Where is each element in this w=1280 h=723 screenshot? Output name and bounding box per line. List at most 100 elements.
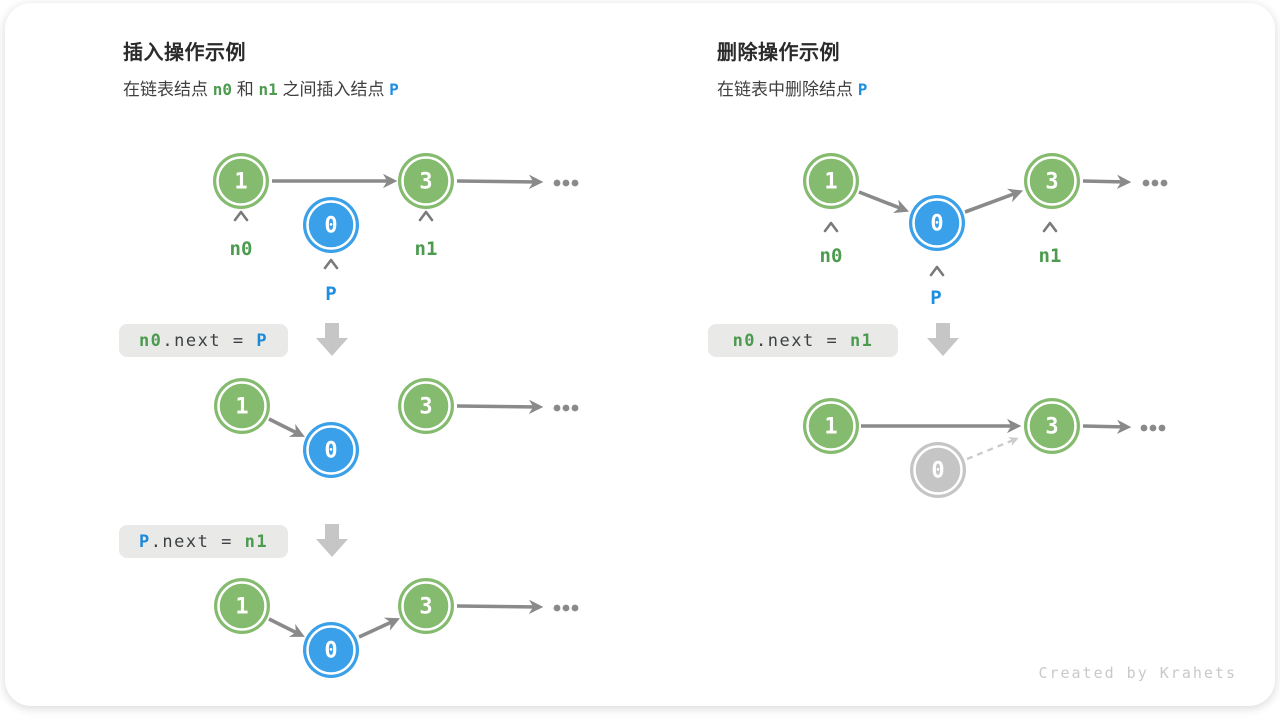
node-value: 0: [931, 459, 944, 484]
node-inner-ring: [401, 581, 451, 631]
node-value: 3: [419, 395, 432, 420]
delete-panel-header: 删除操作示例 在链表中删除结点 P: [717, 39, 867, 102]
node-circle-green: [803, 153, 859, 209]
arrow-edge: [1082, 419, 1132, 434]
node-value: 3: [1045, 170, 1058, 195]
insert-subtitle-part-3: n1: [258, 80, 278, 99]
node-circle-green: [398, 578, 454, 634]
ellipsis-dots: [1149, 424, 1157, 432]
insert-subtitle-part-1: n0: [212, 80, 232, 99]
pointer-caret-icon: [1042, 221, 1058, 233]
ellipsis-dots: [1160, 179, 1168, 187]
pointer-caret-icon: [418, 210, 434, 222]
node-inner-ring: [1027, 156, 1077, 206]
node-inner-ring: [913, 445, 963, 495]
delete-step1-code: n0.next = n1: [708, 324, 898, 357]
pointer-label-n0: n0: [820, 245, 843, 267]
insert-step1-code-part-2: P: [256, 330, 269, 351]
insert-panel-title: 插入操作示例: [123, 42, 246, 64]
node-value: 1: [234, 170, 247, 195]
node-value: 0: [930, 212, 943, 237]
arrow-edge: [964, 188, 1024, 214]
arrow-edge: [456, 174, 544, 190]
insert-step2-code: P.next = n1: [119, 525, 288, 558]
arrow-edge: [456, 399, 544, 415]
node-inner-ring: [217, 581, 267, 631]
node-value: 3: [419, 170, 432, 195]
insert-subtitle-part-5: P: [389, 80, 399, 99]
node-value: 1: [235, 395, 248, 420]
arrow-edge: [456, 599, 544, 615]
ellipsis-dots: [571, 179, 579, 187]
node-circle-gray: [910, 442, 966, 498]
arrow-edge: [1082, 174, 1132, 189]
node-circle-green: [398, 378, 454, 434]
node-inner-ring: [216, 156, 266, 206]
ellipsis-dots: [1142, 179, 1150, 187]
delete-panel-subtitle: 在链表中删除结点 P: [717, 78, 867, 102]
pointer-caret-icon: [323, 258, 339, 270]
ellipsis-dots: [1140, 424, 1148, 432]
node-value: 1: [235, 595, 248, 620]
delete-subtitle-part-1: P: [857, 80, 868, 99]
insert-panel-header: 插入操作示例 在链表结点 n0 和 n1 之间插入结点 P: [123, 39, 399, 102]
node-circle-green: [803, 398, 859, 454]
arrow-edge: [858, 190, 910, 214]
node-value: 1: [824, 415, 837, 440]
node-circle-green: [214, 578, 270, 634]
node-circle-green: [398, 153, 454, 209]
node-inner-ring: [806, 156, 856, 206]
ellipsis-dots: [562, 404, 570, 412]
insert-subtitle-part-2: 和: [232, 80, 259, 99]
pointer-label-n0: n0: [230, 238, 253, 260]
node-value: 3: [419, 595, 432, 620]
insert-subtitle-part-4: 之间插入结点: [277, 80, 390, 99]
ellipsis-dots: [571, 404, 579, 412]
ellipsis-dots: [553, 179, 561, 187]
pointer-label-P: P: [930, 287, 941, 309]
pointer-label-n1: n1: [1039, 245, 1062, 267]
node-circle-green: [1024, 153, 1080, 209]
step-down-arrow-icon: [316, 524, 348, 557]
delete-panel-title: 删除操作示例: [717, 42, 840, 64]
ellipsis-dots: [562, 179, 570, 187]
dashed-arrow-edge: [966, 437, 1019, 461]
pointer-caret-icon: [823, 221, 839, 233]
node-inner-ring: [401, 156, 451, 206]
node-circle-green: [213, 153, 269, 209]
insert-step2-code-part-2: n1: [244, 531, 269, 552]
ellipsis-dots: [562, 604, 570, 612]
delete-step1-code-part-2: n1: [849, 330, 874, 351]
node-value: 0: [324, 214, 337, 239]
node-inner-ring: [806, 401, 856, 451]
delete-step1-code-part-1: .next =: [756, 330, 850, 351]
node-value: 0: [324, 439, 337, 464]
node-value: 3: [1045, 415, 1058, 440]
ellipsis-dots: [571, 604, 579, 612]
step-down-arrow-icon: [316, 323, 348, 356]
ellipsis-dots: [553, 404, 561, 412]
ellipsis-dots: [553, 604, 561, 612]
insert-subtitle-part-0: 在链表结点: [123, 80, 213, 99]
node-inner-ring: [306, 200, 356, 250]
diagram-card: 插入操作示例 在链表结点 n0 和 n1 之间插入结点 P 删除操作示例 在链表…: [5, 3, 1275, 706]
arrow-edge: [268, 617, 305, 637]
insert-step1-code-part-0: n0: [138, 330, 163, 351]
arrow-edge: [268, 417, 305, 437]
node-circle-blue: [303, 197, 359, 253]
pointer-label-n1: n1: [415, 238, 438, 260]
pointer-label-P: P: [325, 283, 336, 305]
footer-credit: Created by Krahets: [1038, 664, 1237, 682]
arrow-edge: [358, 617, 400, 639]
insert-step2-code-part-0: P: [138, 531, 151, 552]
node-circle-blue: [303, 422, 359, 478]
insert-step1-code: n0.next = P: [119, 324, 288, 357]
delete-step1-code-part-0: n0: [732, 330, 757, 351]
node-inner-ring: [1027, 401, 1077, 451]
insert-step2-code-part-1: .next =: [150, 531, 245, 552]
insert-step1-code-part-1: .next =: [162, 330, 257, 351]
step-down-arrow-icon: [927, 323, 959, 356]
node-inner-ring: [306, 625, 356, 675]
node-inner-ring: [217, 381, 267, 431]
